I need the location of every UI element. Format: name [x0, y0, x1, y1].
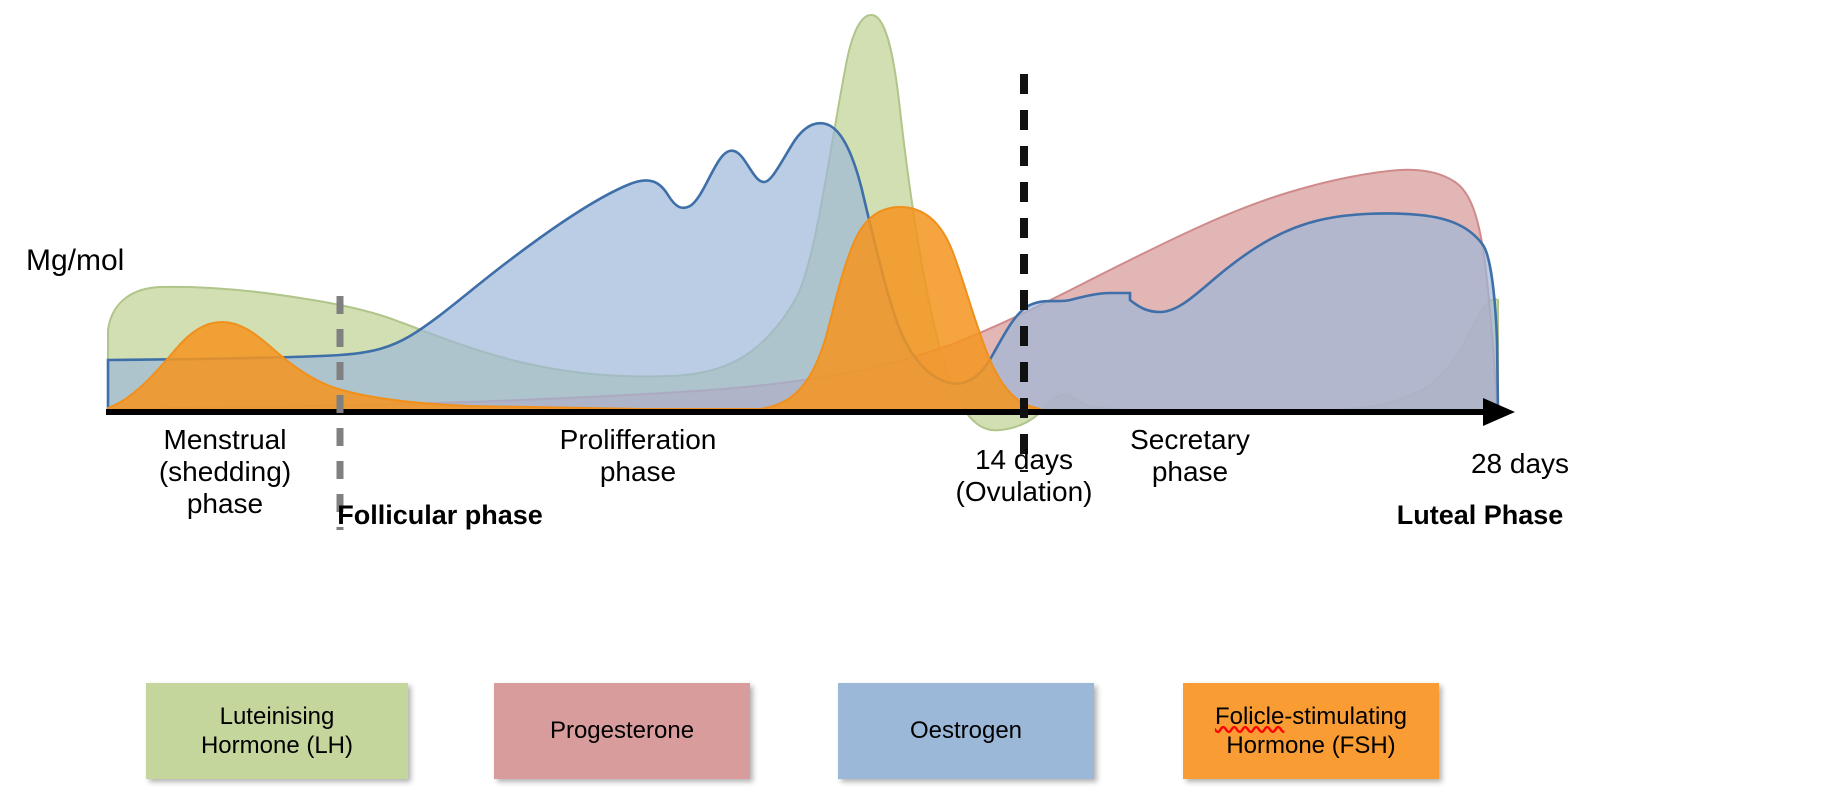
phase-label-secretary: Secretary phase [1130, 424, 1250, 488]
phase-label-proliferation: Prolifferation phase [559, 424, 717, 488]
phase-group-label-follicular: Follicular phase [337, 500, 543, 530]
x-axis-arrow-icon [1483, 398, 1515, 426]
phase-group-label-luteal: Luteal Phase [1396, 500, 1564, 530]
y-axis-title: Mg/mol [26, 244, 125, 277]
phase-label-menstrual: Menstrual (shedding) phase [158, 424, 292, 520]
series-area-fsh [107, 205, 1041, 412]
x-axis-end-label: 28 days [1470, 448, 1570, 479]
legend-label-fsh-misspelled-word: Folicle [1214, 702, 1285, 730]
legend-label-lh: Luteinising Hormone (LH) [200, 702, 354, 759]
legend-label-fsh-rest: -stimulating Hormone (FSH) [1226, 702, 1408, 759]
legend-item-oestrogen[interactable]: Oestrogen [838, 683, 1094, 779]
series-area-oestrogen [106, 121, 1500, 413]
legend-item-fsh[interactable]: Folicle-stimulating Hormone (FSH) [1183, 683, 1439, 779]
legend-label-progesterone: Progesterone [549, 717, 695, 745]
legend-item-progesterone[interactable]: Progesterone [494, 683, 750, 779]
ovulation-day-label: 14 days (Ovulation) [955, 444, 1093, 508]
legend-item-lh[interactable]: Luteinising Hormone (LH) [146, 683, 408, 779]
legend-label-oestrogen: Oestrogen [909, 717, 1023, 745]
legend-label-fsh: Folicle-stimulating Hormone (FSH) [1209, 702, 1413, 761]
